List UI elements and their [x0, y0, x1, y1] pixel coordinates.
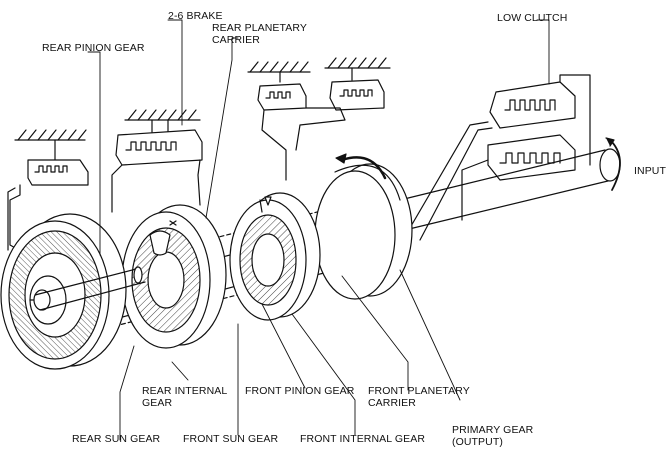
- label-rear-planetary-carrier-line1: REAR PLANETARY: [212, 22, 307, 34]
- low-clutch-pack: [399, 74, 591, 246]
- mid-clutch-packs: [257, 67, 385, 181]
- label-low-clutch: LOW CLUTCH: [497, 12, 568, 24]
- label-primary-gear-line2: (OUTPUT): [452, 436, 503, 448]
- sun-gear-shaft: [34, 266, 146, 311]
- label-front-internal-gear: FRONT INTERNAL GEAR: [300, 433, 425, 445]
- ground-hatch-mid: [247, 57, 391, 73]
- ground-hatch-left: [14, 129, 87, 141]
- label-front-pinion-gear: FRONT PINION GEAR: [245, 385, 355, 397]
- leader-lines: [87, 19, 550, 441]
- rear-internal-disc: [0, 213, 127, 370]
- label-front-planetary-carrier-line2: CARRIER: [368, 397, 416, 409]
- label-rear-internal-gear-line2: GEAR: [142, 397, 173, 409]
- front-carrier-disc: [229, 192, 321, 321]
- ground-hatch-brake: [124, 109, 201, 121]
- label-rear-internal-gear-line1: REAR INTERNAL: [142, 385, 228, 397]
- brake-26-pack: [111, 119, 203, 213]
- label-front-planetary-carrier-line1: FRONT PLANETARY: [368, 385, 470, 397]
- primary-gear-disc: [314, 153, 413, 300]
- label-2-6-brake: 2-6 BRAKE: [168, 10, 223, 22]
- label-front-sun-gear: FRONT SUN GEAR: [183, 433, 279, 445]
- label-rear-pinion-gear: REAR PINION GEAR: [42, 42, 145, 54]
- input-shaft: [399, 137, 621, 231]
- label-input: INPUT: [634, 165, 666, 177]
- label-primary-gear-line1: PRIMARY GEAR: [452, 424, 534, 436]
- label-rear-sun-gear: REAR SUN GEAR: [72, 433, 161, 445]
- rear-clutch-pack: [7, 139, 89, 256]
- rear-carrier-disc: [121, 204, 227, 349]
- label-rear-planetary-carrier-line2: CARRIER: [212, 34, 260, 46]
